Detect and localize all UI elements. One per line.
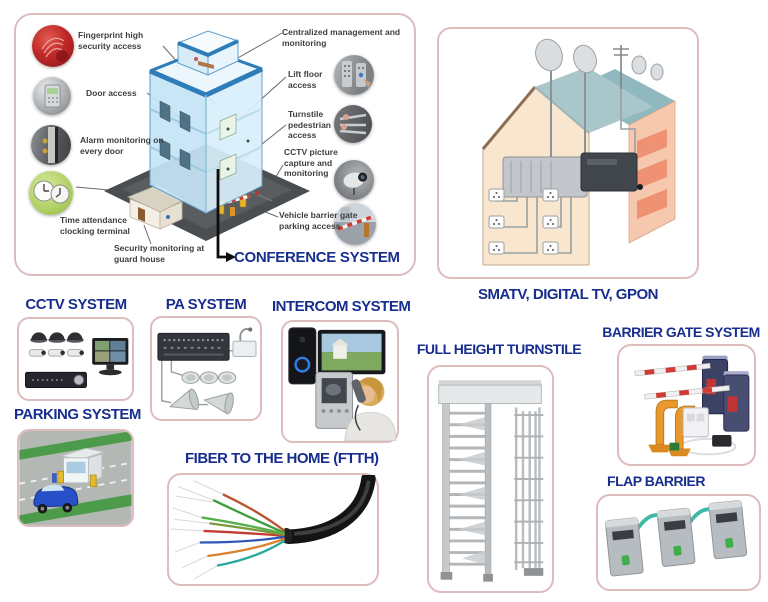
flap-barrier-title: FLAP BARRIER (607, 473, 705, 489)
turnstile-illustration (438, 380, 544, 582)
barrier-gate-system-title: BARRIER GATE SYSTEM (602, 324, 760, 340)
cctv-system-panel (17, 317, 134, 401)
callout-cctv-capture: CCTV picture capture and monitoring (284, 147, 338, 179)
full-height-turnstile-panel (427, 365, 554, 593)
cctv-illustration (25, 332, 129, 389)
flap-barrier-illustration (604, 500, 748, 577)
pa-system-panel (150, 316, 262, 421)
ftth-title: FIBER TO THE HOME (FTTH) (185, 450, 379, 467)
full-height-turnstile-title: FULL HEIGHT TURNSTILE (416, 341, 582, 357)
callout-lift-floor: Lift floor access (288, 69, 323, 90)
callout-time-attendance: Time attendance clocking terminal (60, 215, 130, 236)
callout-centralized-management: Centralized management and monitoring (282, 27, 401, 48)
intercom-illustration (288, 327, 397, 441)
pa-illustration (157, 327, 257, 415)
flap-barrier-panel (596, 494, 761, 591)
building-security-panel: Fingerprint high security access Door ac… (14, 13, 416, 276)
callout-vehicle-barrier: Vehicle barrier gate parking access (279, 210, 358, 231)
fingerprint-scan-photo (32, 25, 74, 67)
smatv-panel (437, 27, 699, 279)
conference-system-label: CONFERENCE SYSTEM (234, 249, 400, 266)
building-illustration (104, 30, 310, 262)
intercom-system-panel (281, 320, 399, 443)
vehicle-barrier-gate-photo (334, 203, 376, 245)
callout-alarm-monitoring: Alarm monitoring on every door (80, 135, 164, 156)
parking-system-title: PARKING SYSTEM (14, 406, 141, 423)
door-access-reader-photo (33, 77, 71, 115)
callout-door-access: Door access (86, 88, 137, 98)
barrier-gate-panel (617, 344, 756, 466)
callout-fingerprint: Fingerprint high security access (78, 30, 144, 51)
smatv-title: SMATV, DIGITAL TV, GPON (478, 286, 658, 303)
cctv-camera-photo (334, 160, 374, 200)
pa-system-title: PA SYSTEM (165, 296, 247, 313)
lift-floor-buttons-photo (334, 55, 374, 95)
smatv-illustration (481, 38, 676, 266)
time-clocks-photo (29, 171, 73, 215)
parking-illustration (19, 431, 132, 525)
intercom-system-title: INTERCOM SYSTEM (272, 298, 411, 315)
door-alarm-monitor-photo (31, 125, 71, 165)
callout-security-monitoring: Security monitoring at guard house (114, 243, 205, 264)
parking-system-panel (17, 429, 134, 527)
ftth-illustration (170, 475, 376, 580)
barrier-gate-illustration (634, 355, 750, 457)
turnstile-pedestrian-photo (334, 105, 372, 143)
cctv-system-title: CCTV SYSTEM (25, 296, 127, 313)
ftth-panel (167, 473, 379, 586)
callout-turnstile-pedestrian: Turnstile pedestrian access (288, 109, 331, 141)
